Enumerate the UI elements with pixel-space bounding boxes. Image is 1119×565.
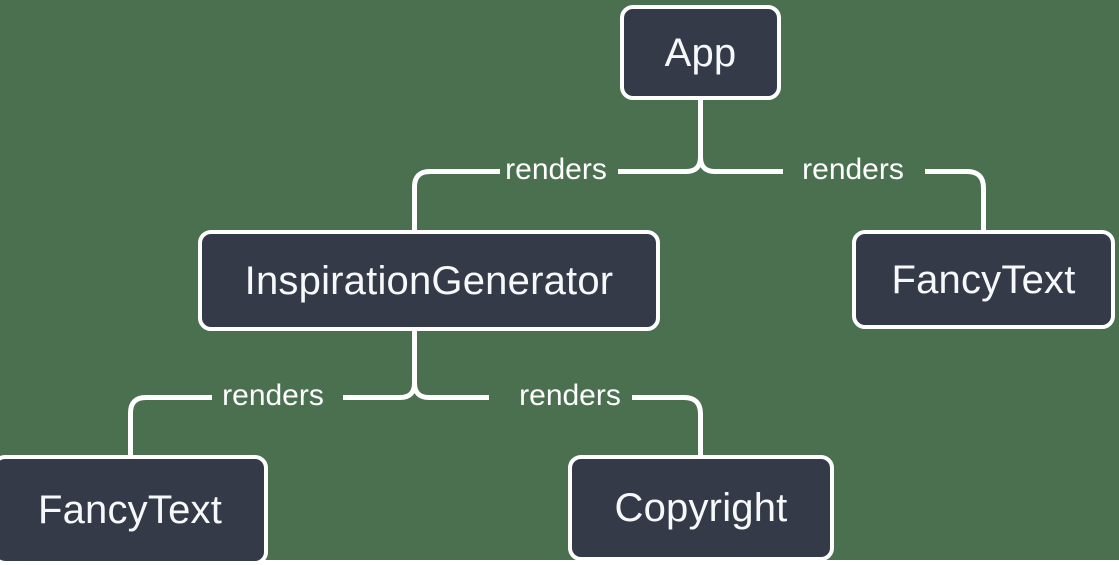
edge-label-app-to-fancytext: renders (802, 153, 904, 186)
node-app[interactable]: App (620, 5, 781, 100)
edge-app-to-inspiration (412, 169, 686, 230)
node-app-label: App (664, 30, 737, 75)
edge-app-junction-right (698, 156, 716, 174)
node-fancytext-bottom[interactable]: FancyText (0, 455, 268, 565)
edge-label-inspiration-to-copyright: renders (519, 379, 621, 412)
edge-app-to-fancytext-right (715, 169, 986, 230)
edge-inspiration-junction-right (412, 382, 430, 400)
node-inspiration-generator[interactable]: InspirationGenerator (198, 230, 660, 331)
node-fancytext-right-label: FancyText (891, 257, 1076, 302)
edge-inspiration-to-fancytext-bottom (128, 395, 400, 456)
edge-label-inspiration-to-fancytext: renders (222, 379, 324, 412)
edge-label-app-to-inspiration: renders (505, 153, 607, 186)
node-inspiration-generator-label: InspirationGenerator (244, 258, 614, 303)
node-fancytext-bottom-label: FancyText (37, 488, 223, 532)
node-copyright-label: Copyright (614, 486, 788, 530)
edge-inspiration-to-copyright (429, 395, 703, 456)
node-copyright[interactable]: Copyright (568, 455, 834, 561)
node-fancytext-right[interactable]: FancyText (852, 230, 1115, 329)
